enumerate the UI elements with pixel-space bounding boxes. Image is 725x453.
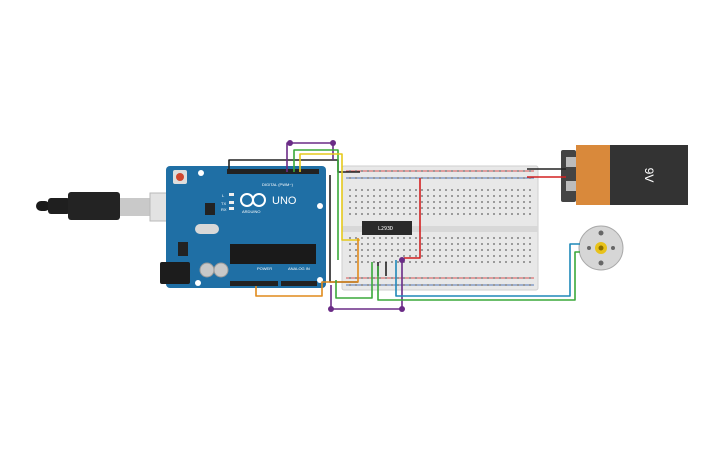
wire-purple-bottom[interactable] <box>330 260 403 310</box>
battery-label: 9V <box>642 168 656 183</box>
wire-orange-bottom[interactable] <box>255 238 359 297</box>
power-label: POWER <box>257 266 272 271</box>
rx-label: RX <box>221 207 227 212</box>
chip-label: L293D <box>378 226 393 232</box>
arduino-logo <box>240 193 266 207</box>
wire-purple-top[interactable] <box>286 142 334 172</box>
dc-motor[interactable] <box>578 225 624 271</box>
l-led-label: L <box>222 193 225 198</box>
tx-label: TX <box>221 201 226 206</box>
wire-green-top[interactable] <box>293 149 339 260</box>
arduino-brand: UNO <box>272 195 297 207</box>
arduino-name: ARDUINO <box>242 209 260 214</box>
digital-label: DIGITAL (PWM~) <box>262 182 294 187</box>
wire-green-bottom[interactable] <box>335 262 373 299</box>
analog-label: ANALOG IN <box>288 266 310 271</box>
wires <box>228 140 580 312</box>
wire-green-motor[interactable] <box>377 251 580 301</box>
arduino-uno-board[interactable]: UNO ARDUINO DIGITAL (PWM~) POWER ANALOG … <box>160 166 326 288</box>
wire-red-ic[interactable] <box>404 178 421 259</box>
wire-blue-motor[interactable] <box>395 243 580 297</box>
battery-9v[interactable]: 9V <box>561 145 688 205</box>
breadboard-holes <box>349 170 531 286</box>
l293d-chip[interactable]: L293D <box>362 221 412 235</box>
wire-yellow-top[interactable] <box>299 153 360 241</box>
